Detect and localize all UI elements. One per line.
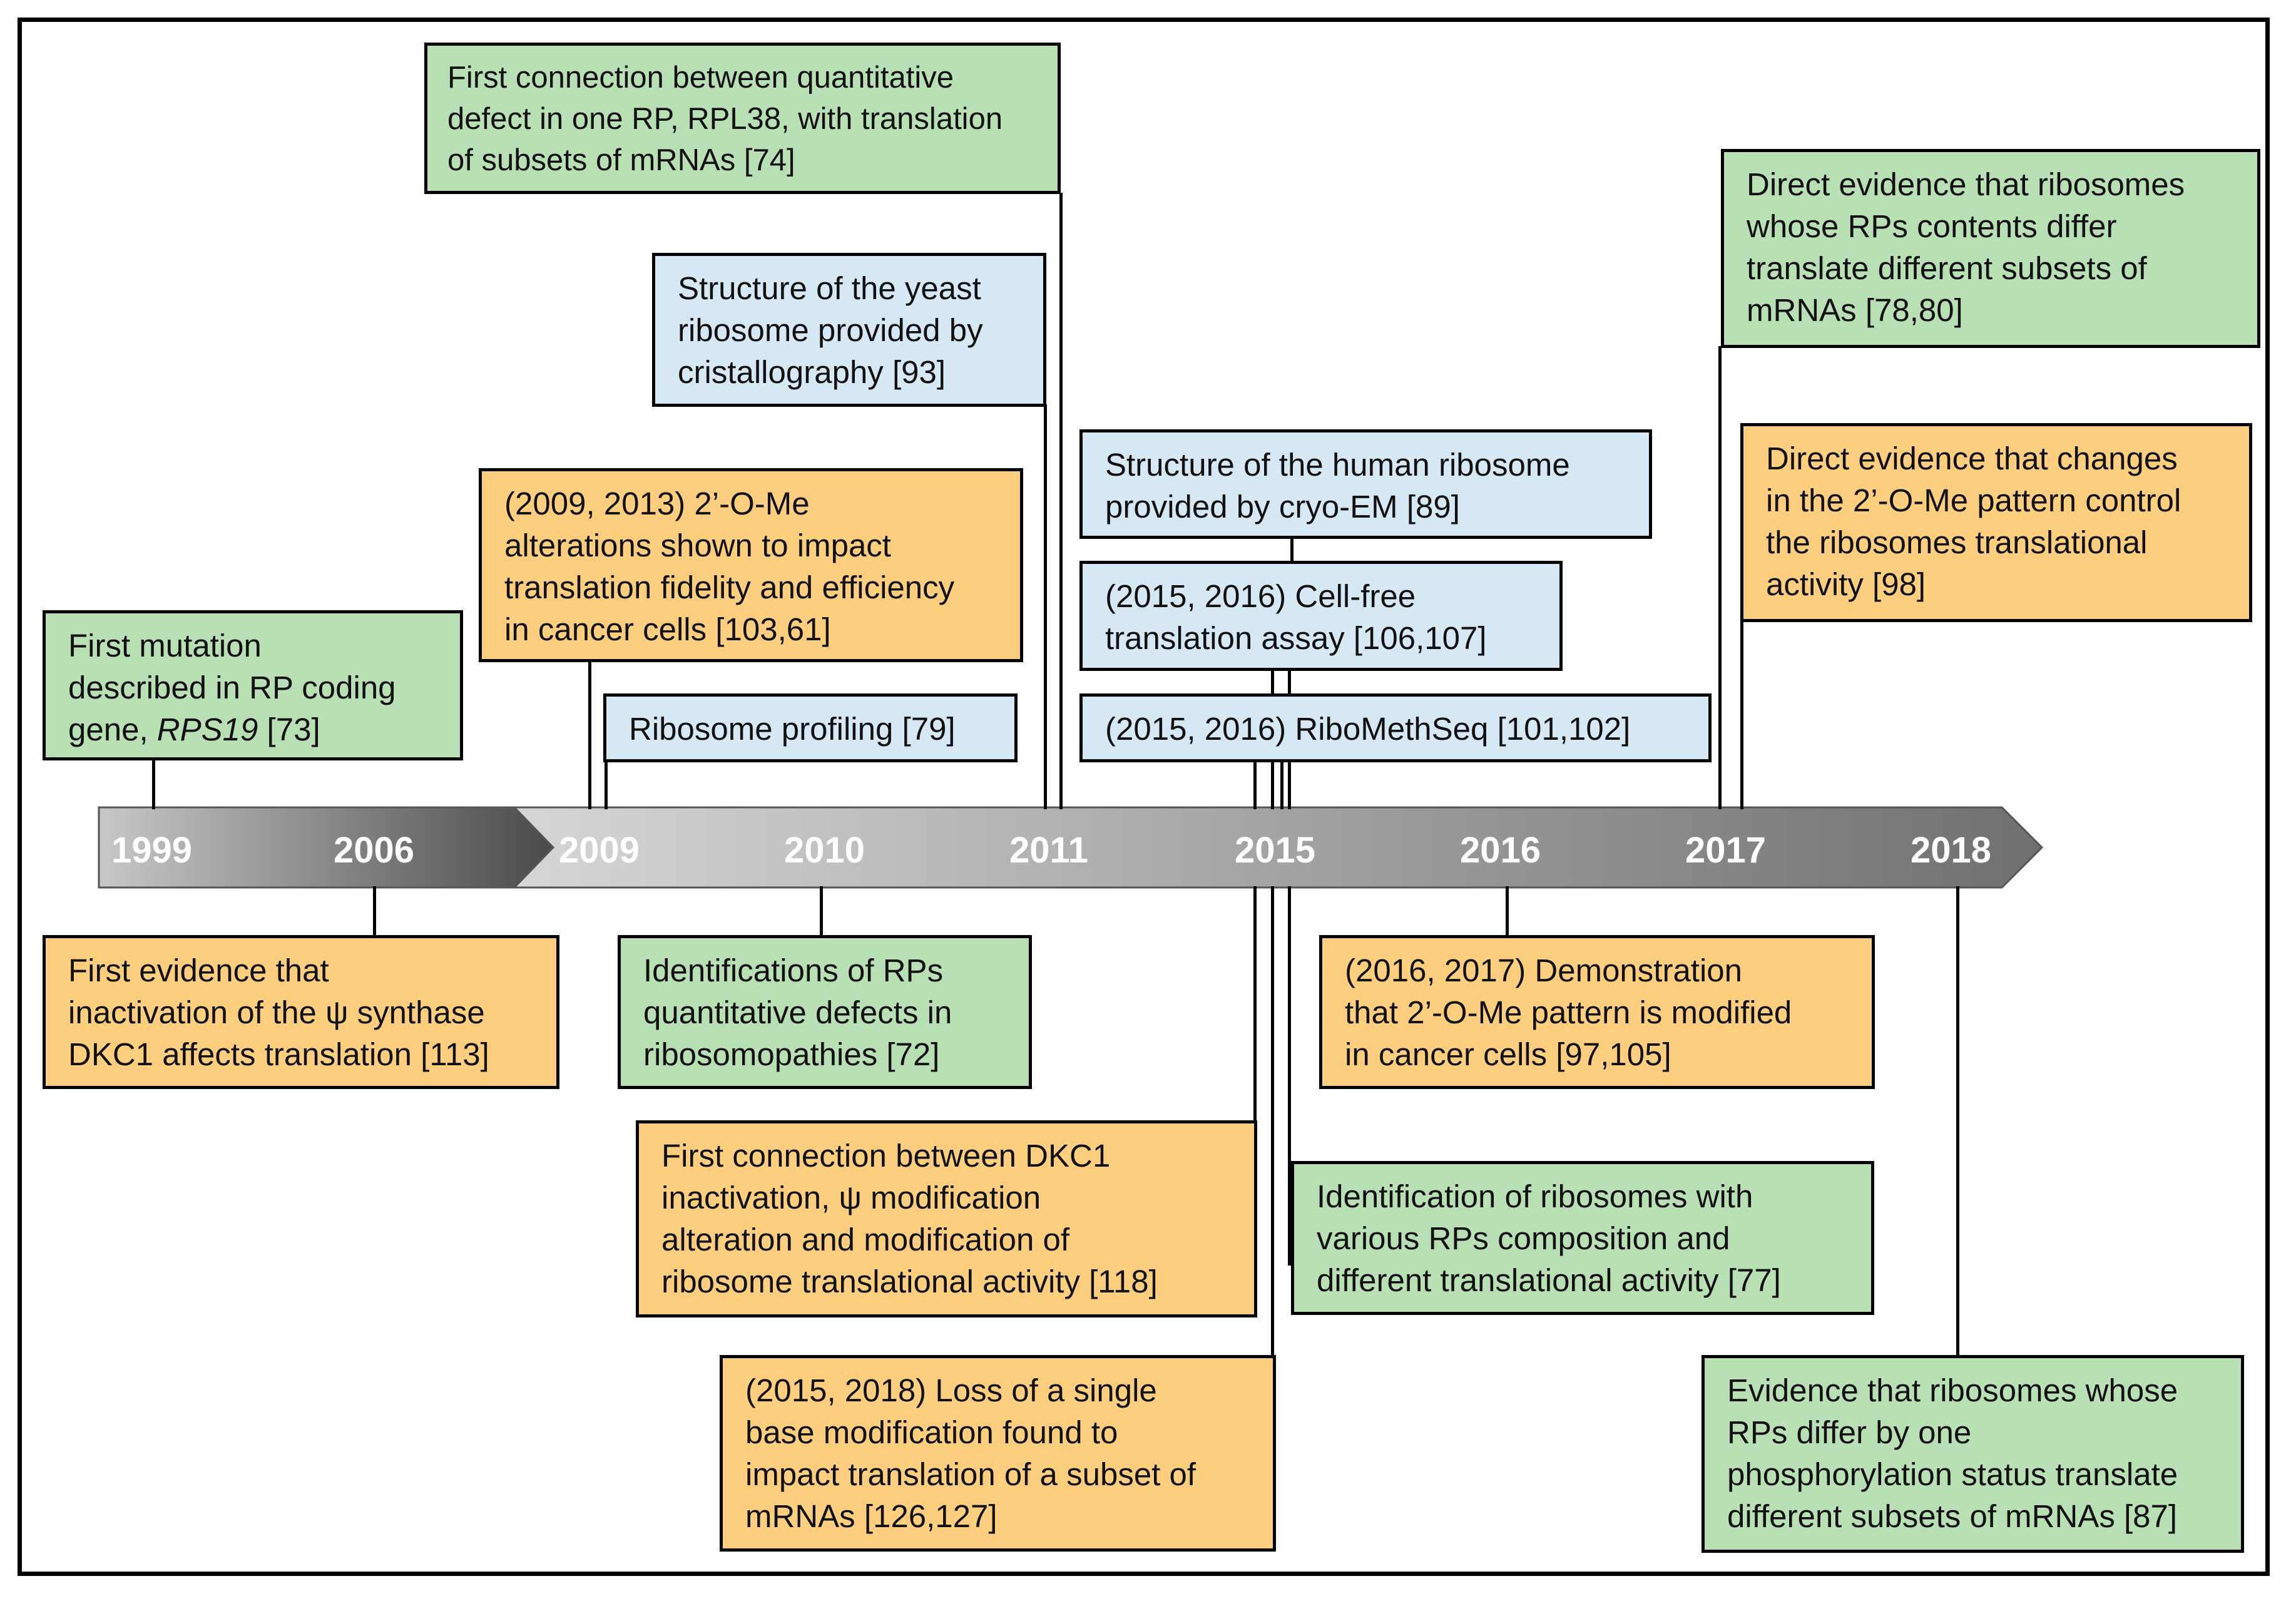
event-ribomethseq: (2015, 2016) RiboMethSeq [101,102]	[1079, 693, 1712, 762]
event-ome-pattern-control: Direct evidence that changes in the 2’-O…	[1740, 423, 2252, 622]
connector-dkc1-connection	[1253, 886, 1257, 1123]
event-ome-fidelity: (2009, 2013) 2’-O-Me alterations shown t…	[479, 468, 1023, 662]
connector-rp-defects	[820, 886, 823, 936]
event-rps19: First mutation described in RP coding ge…	[43, 610, 463, 760]
year-2010: 2010	[784, 830, 865, 871]
connector-single-base	[1271, 886, 1274, 1360]
year-2009: 2009	[559, 830, 640, 871]
event-cell-free: (2015, 2016) Cell-free translation assay…	[1079, 561, 1563, 671]
connector-human-structure-top	[1290, 538, 1293, 561]
connector-yeast-structure	[1044, 404, 1047, 809]
year-1999: 1999	[111, 830, 193, 871]
event-phosphorylation: Evidence that ribosomes whose RPs differ…	[1702, 1355, 2244, 1553]
event-single-base: (2015, 2018) Loss of a single base modif…	[720, 1355, 1276, 1552]
connector-dkc1-first	[373, 886, 376, 936]
connector-ribomethseq-b	[1280, 760, 1283, 809]
connector-rp-composition	[1288, 886, 1291, 1266]
event-rp-composition: Identification of ribosomes with various…	[1291, 1161, 1874, 1315]
event-rpl38: First connection between quantitative de…	[424, 43, 1061, 194]
figure-frame	[18, 18, 2270, 1576]
event-dkc1-first: First evidence that inactivation of the …	[43, 935, 559, 1089]
event-ome-cancer: (2016, 2017) Demonstration that 2’-O-Me …	[1319, 935, 1875, 1089]
connector-rps-contents	[1718, 346, 1722, 809]
event-rp-defects: Identifications of RPs quantitative defe…	[618, 935, 1032, 1089]
event-rps19-ref: [73]	[258, 712, 320, 747]
timeline-arrow-late	[512, 806, 2044, 889]
event-dkc1-connection: First connection between DKC1 inactivati…	[636, 1120, 1257, 1317]
connector-rps19	[152, 759, 155, 809]
year-2018: 2018	[1911, 830, 1992, 871]
connector-ribosome-profiling	[605, 760, 608, 809]
year-2011: 2011	[1009, 830, 1088, 871]
event-human-structure: Structure of the human ribosome provided…	[1079, 429, 1652, 539]
connector-ome-fidelity	[588, 660, 591, 809]
connector-ribomethseq-a	[1253, 760, 1257, 809]
event-yeast-structure: Structure of the yeast ribosome provided…	[652, 253, 1046, 407]
event-rps19-gene: RPS19	[156, 712, 258, 747]
year-2015: 2015	[1235, 830, 1316, 871]
connector-ome-pattern-control	[1740, 621, 1743, 809]
year-2016: 2016	[1460, 830, 1541, 871]
event-rps-contents: Direct evidence that ribosomes whose RPs…	[1721, 149, 2260, 348]
year-2006: 2006	[334, 830, 415, 871]
year-2017: 2017	[1685, 830, 1767, 871]
event-rps19-text: First mutation described in RP coding ge…	[68, 628, 396, 747]
event-ribosome-profiling: Ribosome profiling [79]	[603, 693, 1018, 762]
connector-phosphorylation	[1956, 886, 1959, 1359]
connector-ome-cancer	[1506, 886, 1509, 936]
connector-rpl38	[1059, 193, 1063, 809]
